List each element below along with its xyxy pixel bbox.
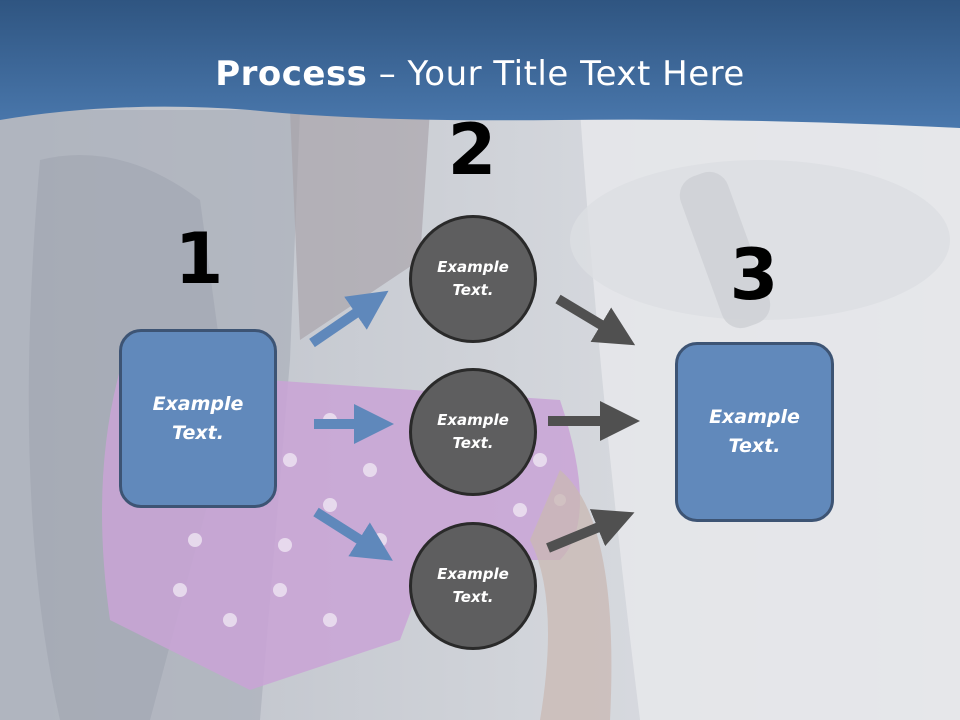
circle-3-line1: Example: [437, 565, 509, 583]
circle-1-line2: Text.: [452, 281, 494, 299]
step-3-box: Example Text.: [675, 342, 834, 522]
circle-1-line1: Example: [437, 258, 509, 276]
step-2-circle-1: Example Text.: [409, 215, 537, 343]
title-bold: Process: [215, 54, 368, 94]
page-title: Process – Your Title Text Here: [0, 54, 960, 94]
step-3-number: 3: [729, 234, 779, 316]
step-2-circle-2: Example Text.: [409, 368, 537, 496]
step-2-circle-3: Example Text.: [409, 522, 537, 650]
step-3-line1: Example: [709, 406, 800, 428]
step-1-number: 1: [174, 218, 224, 300]
step-1-box: Example Text.: [119, 329, 277, 508]
step-1-line2: Text.: [172, 421, 224, 444]
circle-3-line2: Text.: [452, 588, 494, 606]
step-2-number: 2: [447, 109, 497, 191]
step-3-line2: Text.: [728, 435, 781, 457]
step-1-line1: Example: [152, 392, 244, 415]
circle-2-line2: Text.: [452, 434, 494, 452]
title-rest: – Your Title Text Here: [367, 54, 745, 94]
circle-2-line1: Example: [437, 411, 509, 429]
